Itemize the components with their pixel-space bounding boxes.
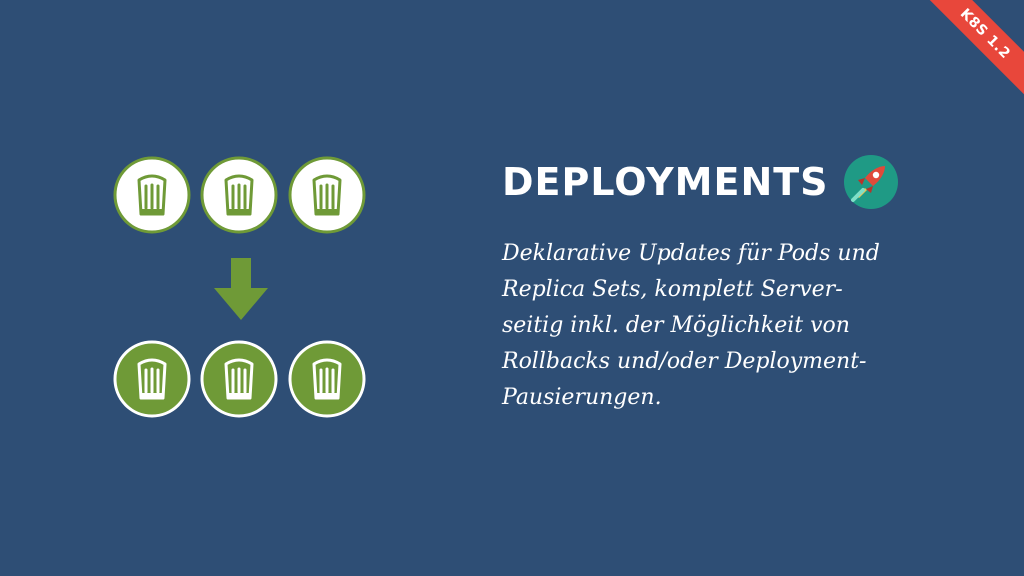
new-pod [113,340,191,418]
slide-title: DEPLOYMENTS [502,160,829,204]
title-row: DEPLOYMENTS [502,150,899,214]
chef-hat-icon [200,340,278,418]
slide-description: Deklarative Updates für Pods und Replica… [502,241,880,410]
arrow-down-icon [214,258,268,320]
old-pod [288,156,366,234]
new-pod [200,340,278,418]
chef-hat-icon [113,340,191,418]
chef-hat-icon [113,156,191,234]
new-pod [288,340,366,418]
rocket-icon [843,154,899,210]
chef-hat-icon [288,156,366,234]
chef-hat-icon [288,340,366,418]
old-pod [113,156,191,234]
chef-hat-icon [200,156,278,234]
old-pod [200,156,278,234]
